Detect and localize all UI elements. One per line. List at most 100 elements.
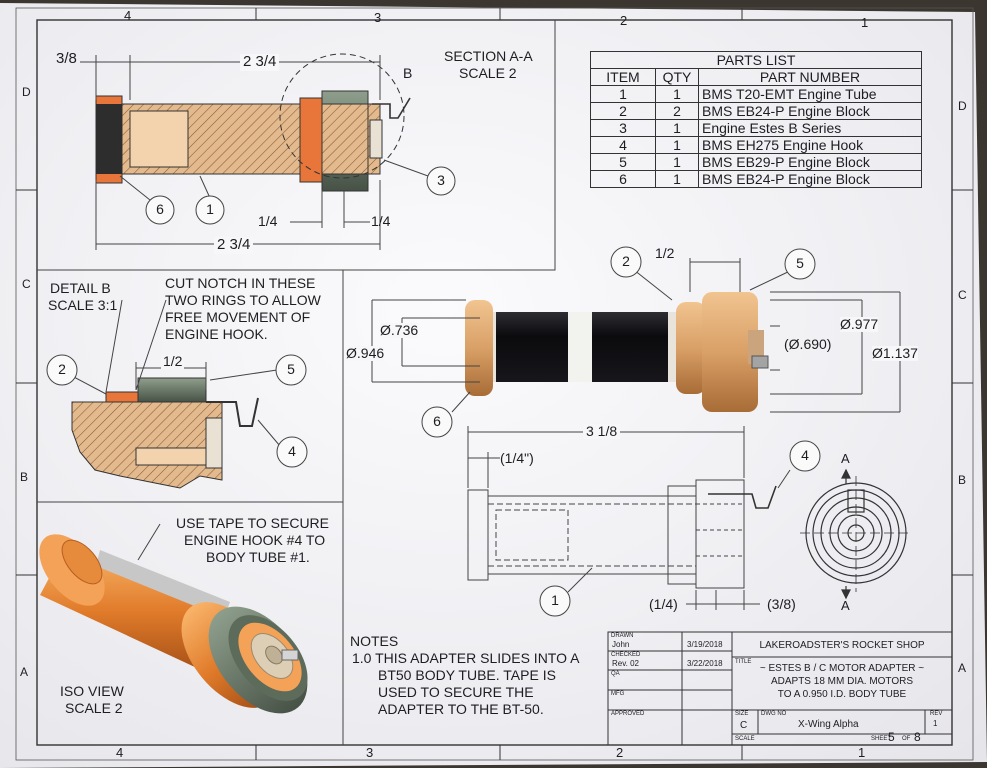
zone-row-label: B: [958, 473, 967, 487]
end-view: [800, 468, 912, 600]
notes-line: BT50 BODY TUBE. TAPE IS: [378, 667, 556, 683]
tb-label: SHEET: [871, 736, 892, 742]
title-block: [607, 631, 953, 746]
detail-scale: SCALE 3:1: [48, 297, 118, 313]
section-scale: SCALE 2: [459, 65, 517, 81]
detail-note-line: FREE MOVEMENT OF: [165, 309, 311, 325]
qty-cell: 1: [655, 170, 699, 188]
tb-dwg-no: X-Wing Alpha: [798, 719, 859, 730]
part-cell: BMS EH275 Engine Hook: [698, 136, 922, 154]
item-balloon: 2: [58, 361, 66, 377]
zone-row-label: A: [20, 665, 29, 679]
tb-drawn-date: 3/19/2018: [687, 640, 723, 649]
zone-row-label: D: [958, 99, 967, 113]
tb-title-line: ADAPTS 18 MM DIA. MOTORS: [770, 676, 914, 687]
dim-label: (3/8): [767, 596, 796, 612]
zone-col-label: 4: [124, 8, 132, 23]
zone-row-label: D: [22, 85, 31, 99]
tb-label: MFG: [611, 691, 625, 697]
item-balloon: 2: [622, 253, 630, 269]
tb-label: APPROVED: [611, 711, 645, 717]
tb-label: DRAWN: [611, 633, 634, 639]
col-header: PART NUMBER: [698, 68, 922, 86]
item-balloon: 1: [206, 201, 214, 217]
zone-col-label: 1: [858, 745, 866, 760]
item-balloon: 5: [796, 255, 804, 271]
dim-label: Ø1.137: [872, 345, 918, 362]
zone-col-label: 2: [620, 13, 628, 28]
section-view: [80, 53, 456, 250]
section-title: SECTION A-A: [444, 48, 533, 64]
zone-row-label: B: [20, 470, 29, 484]
detail-title: DETAIL B: [50, 280, 111, 296]
item-cell: 1: [590, 85, 656, 103]
zone-row-label: A: [958, 661, 967, 675]
iso-note-line: USE TAPE TO SECURE: [176, 515, 330, 531]
item-balloon: 4: [801, 447, 809, 463]
dim-label: Ø.977: [840, 316, 879, 333]
item-cell: 6: [590, 170, 656, 188]
zone-row-label: C: [22, 277, 31, 291]
zone-col-label: 3: [374, 10, 382, 25]
detail-note-line: ENGINE HOOK.: [165, 326, 268, 342]
detail-callout: B: [403, 65, 413, 81]
dim-label: 1/4: [258, 213, 278, 229]
item-cell: 3: [590, 119, 656, 137]
part-cell: BMS EB24-P Engine Block: [698, 170, 922, 188]
tb-label: QA: [611, 671, 620, 677]
tb-label: DWG NO: [761, 711, 787, 717]
tb-rev-date: 3/22/2018: [687, 659, 723, 668]
zone-col-label: 2: [616, 745, 624, 760]
tb-label: SCALE: [735, 736, 755, 742]
item-balloon: 6: [433, 413, 441, 429]
item-cell: 2: [590, 102, 656, 120]
qty-cell: 1: [655, 85, 699, 103]
zone-col-label: 4: [116, 745, 124, 760]
item-cell: 5: [590, 153, 656, 171]
item-balloon: 3: [437, 172, 445, 188]
tb-label: REV: [930, 711, 943, 717]
part-cell: BMS EB24-P Engine Block: [698, 102, 922, 120]
part-cell: BMS EB29-P Engine Block: [698, 153, 922, 171]
detail-b-view: [46, 299, 308, 489]
part-cell: BMS T20-EMT Engine Tube: [698, 85, 922, 103]
part-cell: Engine Estes B Series: [698, 119, 922, 137]
notes-title: NOTES: [350, 633, 399, 649]
dim-label: 1/2: [161, 353, 185, 370]
parts-list-title: PARTS LIST: [590, 51, 922, 69]
iso-note-line: ENGINE HOOK #4 TO: [184, 532, 326, 548]
iso-title: ISO VIEW: [60, 683, 124, 699]
paper: [0, 3, 987, 768]
detail-note-line: CUT NOTCH IN THESE: [165, 275, 316, 291]
item-balloon: 5: [287, 361, 295, 377]
tb-label: SIZE: [735, 711, 749, 717]
item-cell: 4: [590, 136, 656, 154]
section-mark: A: [841, 598, 850, 613]
dim-label: 3 1/8: [583, 423, 621, 440]
tb-sheet: 5: [888, 730, 895, 744]
dim-label: (1/4"): [500, 450, 534, 466]
qty-cell: 1: [655, 153, 699, 171]
notes-line: ADAPTER TO THE BT-50.: [378, 701, 544, 717]
dim-label: Ø.736: [380, 322, 419, 339]
tb-rev: Rev. 02: [612, 659, 639, 668]
qty-cell: 2: [655, 102, 699, 120]
notes-line: 1.0 THIS ADAPTER SLIDES INTO A: [352, 650, 580, 666]
zone-row-label: C: [958, 288, 967, 302]
tb-rev-no: 1: [933, 719, 938, 728]
tb-label: CHECKED: [611, 652, 641, 658]
tb-label: TITLE: [735, 659, 752, 665]
item-balloon: 4: [288, 443, 296, 459]
tb-size: C: [740, 720, 748, 731]
col-header: ITEM: [590, 68, 656, 86]
dim-label: 2 3/4: [240, 53, 280, 71]
dim-label: 1/2: [655, 245, 675, 261]
